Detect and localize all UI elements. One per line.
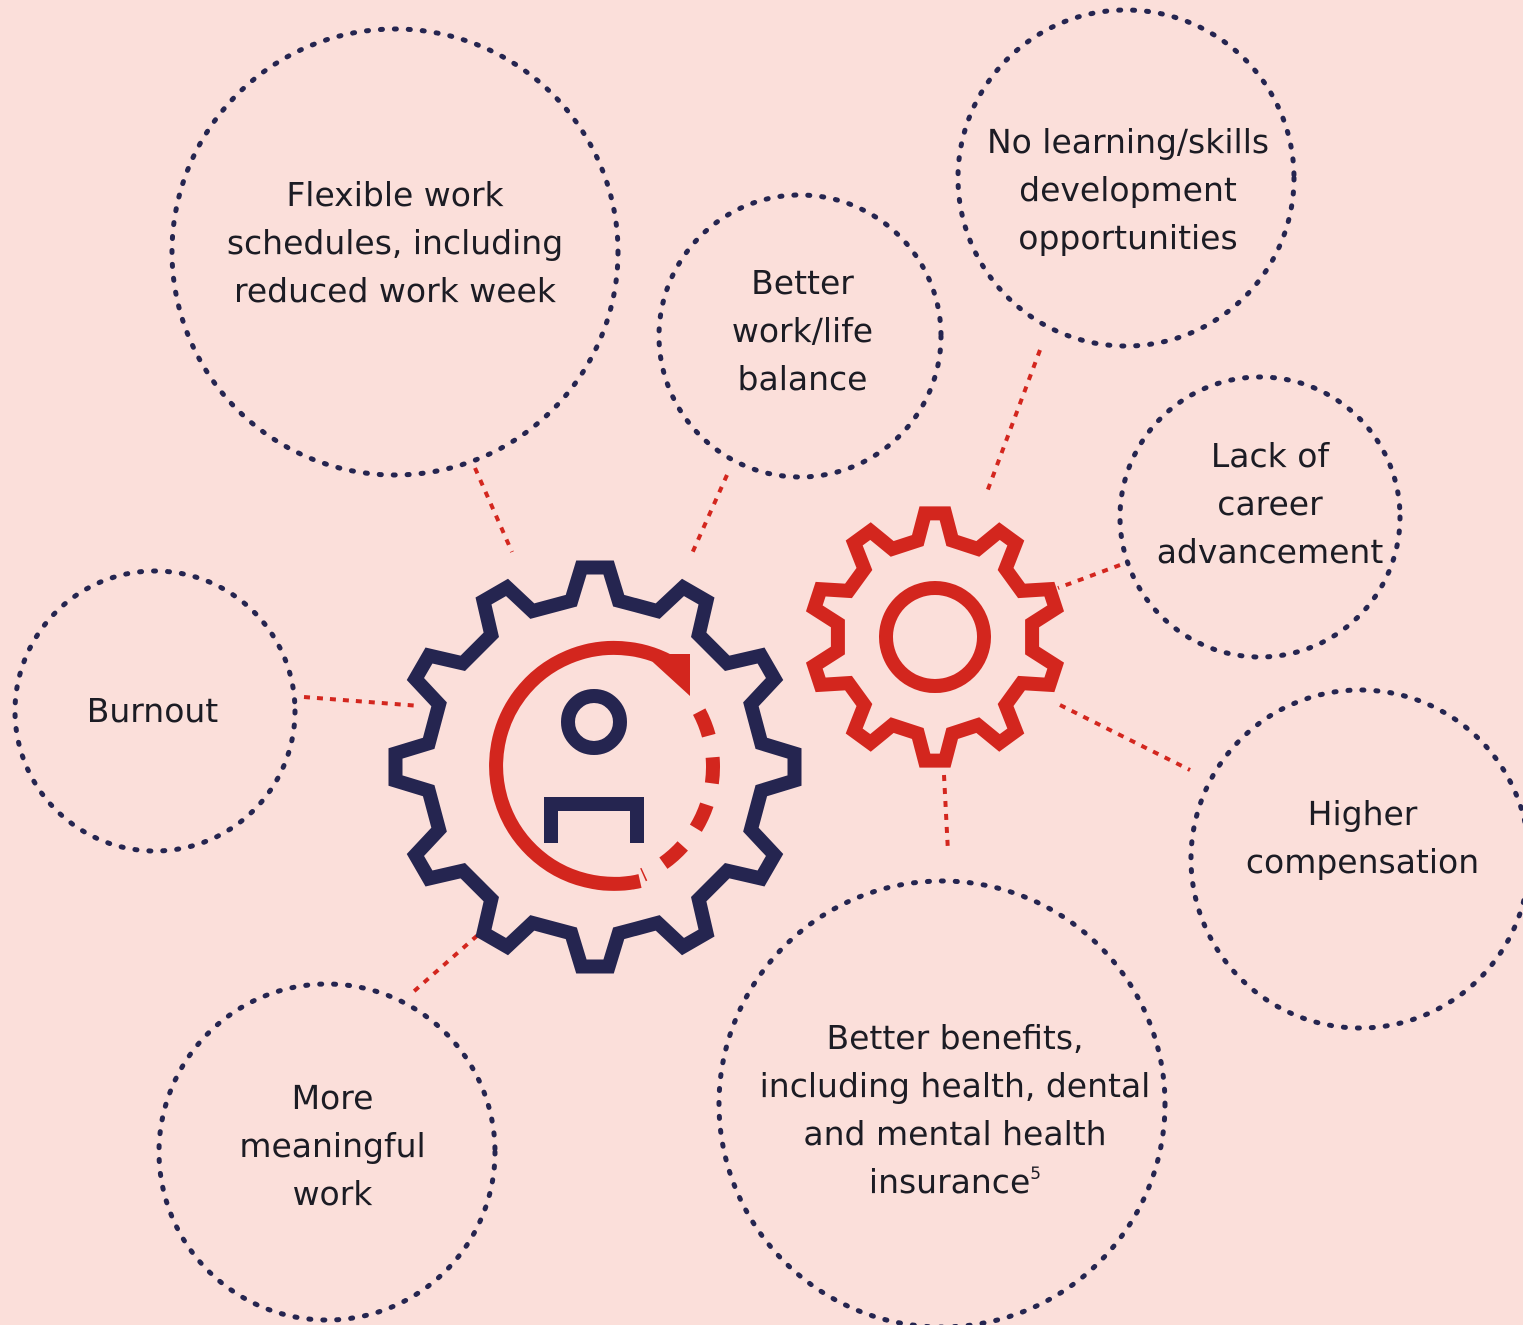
label-line: including health, dental (759, 1066, 1151, 1105)
label-line: advancement (1156, 532, 1384, 571)
connector-career (1057, 563, 1121, 590)
circle-balance (656, 192, 944, 480)
label-text: Better work/life balance (732, 259, 873, 403)
label-career-advancement: Lack of career advancement (1150, 432, 1390, 576)
label-line: compensation (1245, 842, 1480, 881)
label-line: meaningful (239, 1126, 426, 1165)
connector-burnout (303, 695, 421, 708)
gear-person-cycle-icon (388, 560, 802, 974)
label-line: opportunities (1018, 218, 1238, 257)
circle-burnout (12, 568, 298, 854)
circle-flexible (169, 26, 621, 478)
footnote-marker: 5 (1030, 1164, 1042, 1184)
label-text: Better benefits, including health, dental… (760, 1014, 1151, 1206)
label-text: Lack of career advancement (1157, 432, 1384, 576)
person-head (561, 689, 627, 755)
label-line: insurance5 (868, 1162, 1042, 1201)
large-gear-outline (388, 560, 802, 974)
label-line: development (1019, 170, 1237, 209)
label-line: Burnout (86, 691, 219, 730)
circle-compensation (1188, 687, 1523, 1031)
cycle-arrow-icon (489, 640, 720, 891)
label-text: More meaningful work (239, 1074, 425, 1218)
label-higher-compensation: Higher compensation (1230, 790, 1495, 886)
connector-flexible (473, 467, 514, 553)
label-text: Flexible work schedules, including reduced… (227, 171, 563, 315)
gear-icon (805, 506, 1065, 768)
label-line: and mental health (803, 1114, 1107, 1153)
label-work-life-balance: Better work/life balance (690, 259, 915, 403)
label-learning-opportunities: No learning/skills development opportuniti… (978, 118, 1278, 262)
label-burnout: Burnout (50, 687, 255, 735)
connector-compensation (1059, 703, 1191, 772)
label-line: More (291, 1078, 374, 1117)
cycle-arrow-head (644, 654, 690, 696)
cycle-dashed-arc (640, 708, 720, 882)
person-icon (544, 689, 644, 843)
label-line: Lack of (1210, 436, 1330, 475)
label-line: Flexible work (286, 175, 504, 214)
circle-learning (955, 7, 1297, 349)
label-meaningful-work: More meaningful work (215, 1074, 450, 1218)
label-better-benefits: Better benefits, including health, dental… (755, 1014, 1155, 1206)
label-line: Better benefits, (826, 1018, 1084, 1057)
label-line: schedules, including (226, 223, 564, 262)
circle-meaningful (156, 981, 498, 1323)
label-line: balance (737, 359, 868, 398)
circle-career (1117, 374, 1403, 660)
label-text: Burnout (87, 687, 219, 735)
label-line: Better (751, 263, 854, 302)
label-line: work/life (731, 311, 874, 350)
label-line: No learning/skills (986, 122, 1270, 161)
person-body (544, 797, 644, 843)
label-line: Higher (1307, 794, 1418, 833)
circle-benefits (716, 878, 1168, 1325)
label-text: Higher compensation (1246, 790, 1479, 886)
label-flexible-work: Flexible work schedules, including reduced… (205, 171, 585, 315)
label-text: No learning/skills development opportuniti… (987, 118, 1269, 262)
connector-balance (688, 474, 729, 559)
small-gear-hub (879, 581, 991, 693)
small-gear-outline (805, 506, 1065, 768)
label-line: career (1217, 484, 1323, 523)
label-line: reduced work week (234, 271, 556, 310)
cycle-arc (489, 640, 684, 891)
label-line: work (292, 1174, 373, 1213)
connector-meaningful (410, 925, 489, 995)
